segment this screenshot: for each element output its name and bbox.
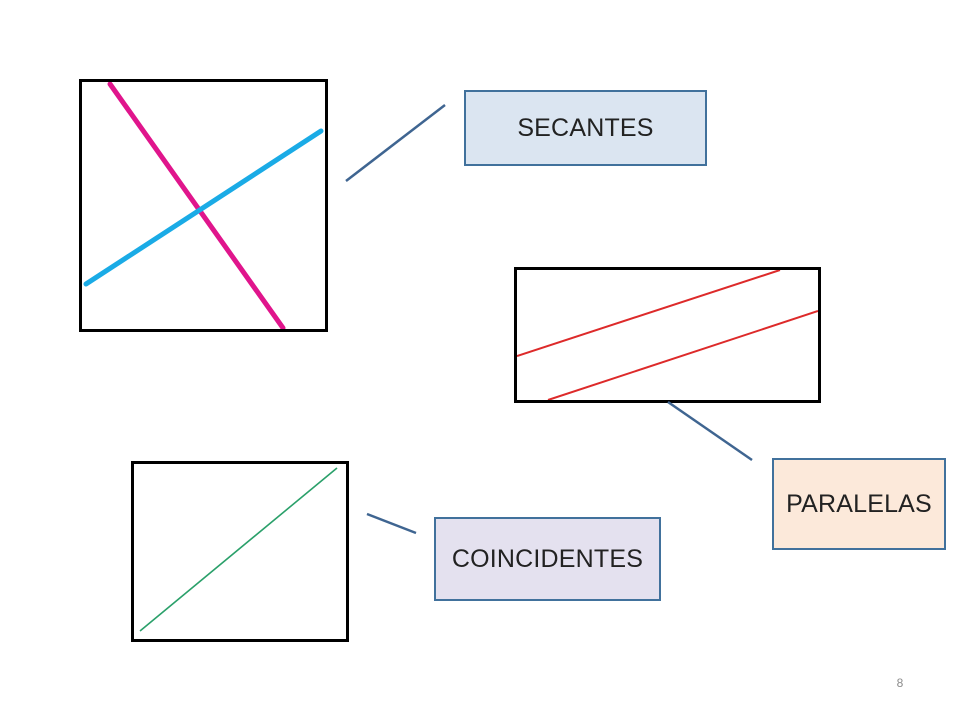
secantes-diagram xyxy=(83,82,324,329)
parallel-line-lower xyxy=(547,310,818,400)
connector-coincidentes xyxy=(366,512,417,535)
coincident-line xyxy=(139,467,338,632)
paralelas-diagram xyxy=(517,270,818,400)
paralelas-illustration xyxy=(514,267,821,403)
secant-line-blue xyxy=(83,128,324,287)
secantes-illustration xyxy=(79,79,328,332)
coincidentes-illustration xyxy=(131,461,349,642)
label-secantes: SECANTES xyxy=(517,113,654,142)
label-box-coincidentes: COINCIDENTES xyxy=(434,517,661,601)
coincidentes-diagram xyxy=(139,467,338,632)
label-box-paralelas: PARALELAS xyxy=(772,458,946,550)
connector-paralelas xyxy=(667,400,753,462)
label-paralelas: PARALELAS xyxy=(786,489,932,518)
label-coincidentes: COINCIDENTES xyxy=(451,544,644,573)
connector-secantes xyxy=(345,104,446,182)
page-number: 8 xyxy=(896,676,904,690)
parallel-line-upper xyxy=(517,270,781,357)
secant-line-magenta xyxy=(107,82,286,329)
label-box-secantes: SECANTES xyxy=(464,90,707,166)
